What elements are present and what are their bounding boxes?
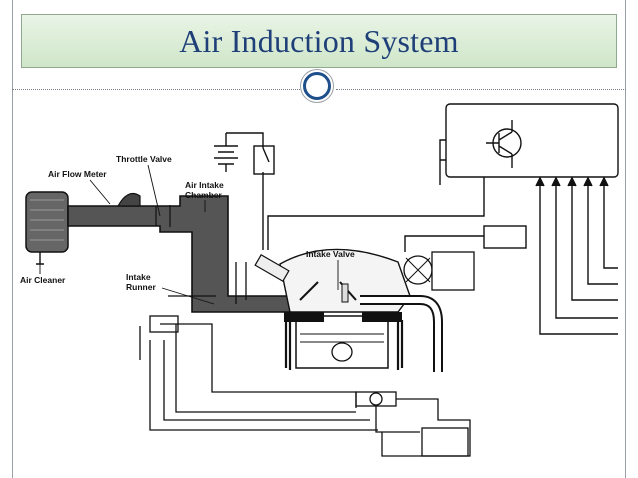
slide-title: Air Induction System [179,22,459,59]
label-intake-runner-2: Runner [126,282,156,292]
sensor-box [483,225,527,249]
ecu-input-wires [539,178,618,335]
label-air-intake-1: Air Intake [185,180,224,190]
label-intake-valve: Intake Valve [306,249,355,259]
pressure-sensor [149,315,179,333]
injector-icon [254,253,290,283]
divider-left [12,89,300,90]
engine-block-outline [235,262,247,304]
title-banner: Air Induction System [21,14,617,68]
label-air-intake-2: Chamber [185,190,223,200]
label-air-flow-meter: Air Flow Meter [48,169,107,179]
label-air-cleaner: Air Cleaner [20,275,66,285]
transistor-leads [486,120,513,168]
left-frame-line [12,0,13,478]
switch-icon [226,132,270,250]
label-throttle-valve: Throttle Valve [116,154,172,164]
ecu-to-injector-wire [267,177,485,250]
ecu-box [445,103,619,178]
right-frame-line [625,0,626,478]
idle-control-valve [355,391,397,407]
battery-icon [214,133,238,172]
divider-right [336,89,626,90]
label-intake-runner-1: Intake [126,272,151,282]
intake-tract [67,195,317,313]
divider-ring-icon [303,72,331,100]
air-cleaner-body [25,191,69,253]
